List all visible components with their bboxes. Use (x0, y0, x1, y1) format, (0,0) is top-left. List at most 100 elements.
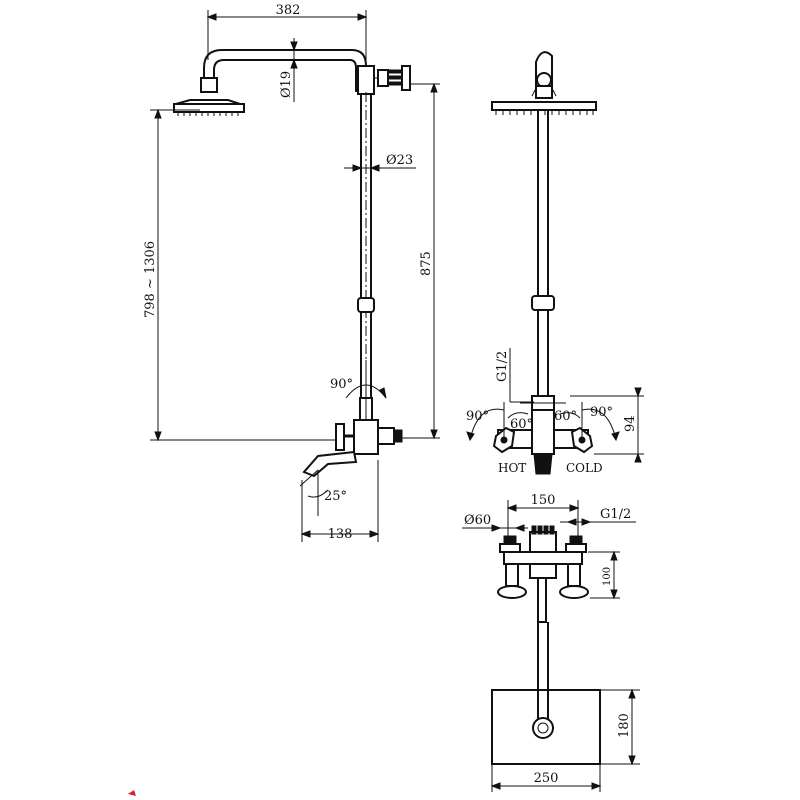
front-spout-outlet (533, 453, 553, 475)
wall-bracket-tooth (387, 69, 403, 74)
hot-label: HOT (498, 461, 526, 475)
riser-diameter-label: Ø23 (386, 153, 413, 168)
showerhead-nozzles (177, 112, 239, 116)
top-inlet-thread-label: G1/2 (600, 507, 631, 522)
arrow-head (206, 13, 217, 21)
hook-joint (536, 72, 552, 88)
mixer-body-side (353, 419, 379, 455)
diverter-angle-label: 90° (330, 377, 353, 392)
arrow-head (491, 524, 502, 532)
left-rotation-label: 90° (466, 409, 489, 424)
arm-length-label: 382 (276, 3, 301, 18)
inlet-spacing-label: 150 (531, 493, 556, 508)
wall-bracket-body (377, 69, 389, 87)
arrow-head (369, 164, 380, 172)
bath-spout (302, 450, 358, 478)
mixer-inlet (377, 427, 395, 445)
arrow-head (628, 688, 636, 699)
top-spout (537, 578, 547, 623)
top-mixer-bar (503, 551, 583, 565)
arrow-head (154, 431, 162, 442)
left-angle-label: 60° (510, 417, 533, 432)
riser-top-connector (357, 65, 375, 95)
mixer-inlet-nut (393, 429, 403, 443)
base-plate-height-label: 180 (617, 713, 632, 738)
base-plate-width-label: 250 (534, 771, 559, 786)
right-rotation-label: 90° (590, 405, 613, 420)
arrow-head (290, 41, 298, 52)
arrow-head (430, 429, 438, 440)
top-depth-label: 100 (602, 567, 613, 586)
front-view: G1/2 90° 60° 60° 90° 9 (466, 51, 644, 475)
wall-bracket-tooth (387, 81, 403, 86)
arm-diameter-label: Ø19 (279, 71, 294, 98)
front-slide-holder (531, 295, 555, 311)
left-inlet-nut (503, 535, 517, 545)
base-plate-view: 180 250 (490, 688, 640, 792)
cold-label: COLD (566, 461, 603, 475)
slide-holder (357, 297, 375, 313)
top-center-block (529, 531, 557, 555)
spout-angle-arc (307, 489, 329, 498)
left-handle-top (497, 585, 527, 599)
top-view: 150 Ø60 G1/2 (462, 493, 636, 720)
left-handle-stem (505, 563, 519, 587)
mixer-height-label: 94 (623, 415, 638, 432)
left-angle-arc (507, 412, 529, 419)
spout-angle-line (299, 469, 319, 487)
arrow-head (569, 504, 580, 512)
right-handle-top (559, 585, 589, 599)
shower-arm-outer (203, 49, 367, 92)
showerhead-plate (173, 103, 245, 113)
arrow-head (379, 387, 387, 399)
spout-angle-label: 25° (324, 489, 347, 504)
front-mixer-center (531, 409, 555, 455)
base-plate-pipe-ring (532, 717, 554, 739)
right-angle-arc (559, 412, 581, 419)
arrow-head (300, 530, 311, 538)
arrow-head (290, 58, 298, 69)
riser-height-label: 875 (419, 251, 434, 276)
arrow-head (357, 13, 368, 21)
front-showerhead-plate (491, 101, 597, 111)
arrow-head (514, 524, 525, 532)
right-angle-label: 60° (554, 409, 577, 424)
arrow-head (352, 164, 363, 172)
top-center-body (529, 563, 557, 579)
arrow-head (154, 108, 162, 119)
arrow-head (369, 530, 380, 538)
arrow-head (610, 550, 618, 561)
side-view: 382 Ø19 (143, 3, 440, 542)
right-inlet-nut (569, 535, 583, 545)
arrow-head (628, 755, 636, 766)
shower-arm-inner (213, 59, 357, 92)
left-flange (499, 543, 521, 553)
flange-diameter-label: Ø60 (464, 513, 491, 528)
arrow-head (581, 518, 592, 526)
corner-mark (128, 790, 136, 796)
arrow-head (506, 504, 517, 512)
handle-lever (335, 423, 345, 451)
wall-bracket-plate (401, 65, 411, 91)
arrow-head (610, 589, 618, 600)
height-range-label: 798 ~ 1306 (143, 241, 158, 318)
right-flange (565, 543, 587, 553)
showerhead-neck (200, 77, 218, 93)
base-plate (491, 689, 601, 765)
spout-projection-label: 138 (328, 527, 353, 542)
hook-neck (535, 85, 553, 99)
front-inlet-thread-label: G1/2 (495, 351, 510, 382)
arrow-head (611, 431, 620, 442)
top-center-teeth (531, 525, 555, 535)
base-plate-pipe-hole (537, 722, 549, 734)
arrow-head (466, 431, 475, 442)
arm-hook-outer (535, 51, 553, 96)
arrow-head (566, 518, 577, 526)
right-handle-stem (567, 563, 581, 587)
arrow-head (490, 782, 501, 790)
arrow-head (591, 782, 602, 790)
arrow-head (430, 82, 438, 93)
arrow-head (634, 387, 642, 398)
